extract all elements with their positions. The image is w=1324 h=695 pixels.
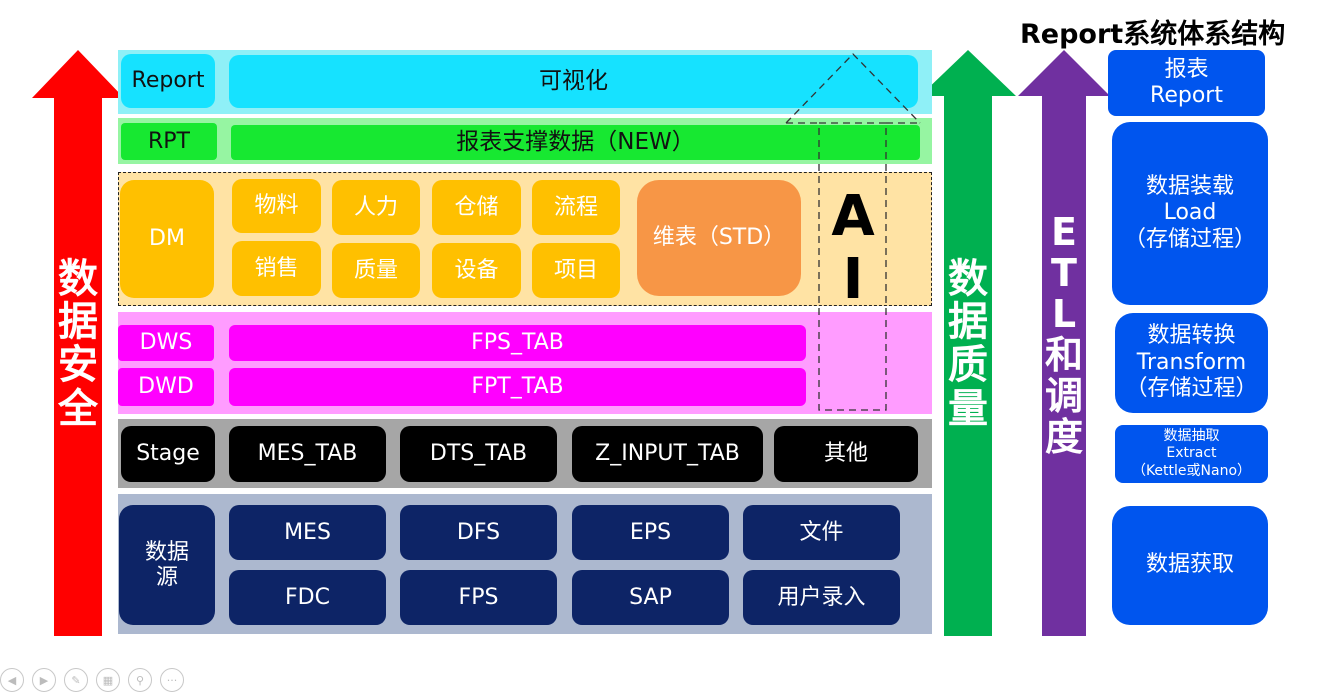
side-acquire-box: 数据获取: [1112, 506, 1268, 625]
side-load-box: 数据装载 Load （存储过程）: [1112, 122, 1268, 305]
side-transform-box: 数据转换 Transform （存储过程）: [1115, 313, 1268, 413]
rpt-layer-label: RPT: [121, 123, 217, 160]
stage-item-dts-tab: DTS_TAB: [400, 426, 557, 482]
dm-item-process: 流程: [532, 180, 620, 235]
data-security-label: 数 据 安 全: [58, 256, 98, 432]
slides-icon[interactable]: ▦: [96, 668, 120, 692]
source-item-user-input: 用户录入: [743, 570, 900, 625]
dm-item-material: 物料: [232, 179, 321, 233]
data-security-arrow: [32, 50, 124, 636]
fps-tab-box: FPS_TAB: [229, 325, 806, 361]
dm-item-hr: 人力: [332, 180, 420, 235]
report-support-data-box: 报表支撑数据（NEW）: [231, 125, 920, 160]
etl-schedule-label: E T L 和 调 度: [1044, 210, 1083, 460]
source-item-file: 文件: [743, 505, 900, 560]
data-quality-label: 数 据 质 量: [948, 256, 988, 432]
report-layer-label: Report: [121, 54, 215, 108]
etl-schedule-arrow: [1018, 50, 1110, 636]
data-quality-arrow: [920, 50, 1016, 636]
side-report-box: 报表 Report: [1108, 50, 1265, 116]
diagram-title: Report系统体系结构: [1020, 19, 1286, 50]
source-item-eps: EPS: [572, 505, 729, 560]
source-item-fps: FPS: [400, 570, 557, 625]
source-layer-label: 数据 源: [119, 505, 215, 625]
zoom-icon[interactable]: ⚲: [128, 668, 152, 692]
ai-label: A I: [831, 184, 875, 312]
dm-item-sales: 销售: [232, 241, 321, 296]
stage-layer-label: Stage: [121, 426, 215, 482]
stage-item-mes-tab: MES_TAB: [229, 426, 386, 482]
dm-item-project: 项目: [532, 243, 620, 298]
source-item-sap: SAP: [572, 570, 729, 625]
stage-item-z-input-tab: Z_INPUT_TAB: [572, 426, 763, 482]
visualization-box: 可视化: [229, 55, 918, 108]
forward-nav-icon[interactable]: ▶: [32, 668, 56, 692]
dws-layer-label: DWS: [118, 325, 214, 361]
source-item-fdc: FDC: [229, 570, 386, 625]
fpt-tab-box: FPT_TAB: [229, 368, 806, 406]
slideshow-nav-bar: ◀ ▶ ✎ ▦ ⚲ ···: [0, 668, 184, 692]
back-nav-icon[interactable]: ◀: [0, 668, 24, 692]
dm-item-quality: 质量: [332, 243, 420, 298]
source-item-dfs: DFS: [400, 505, 557, 560]
stage-item-other: 其他: [774, 426, 918, 482]
source-item-mes: MES: [229, 505, 386, 560]
side-extract-box: 数据抽取 Extract （Kettle或Nano）: [1115, 425, 1268, 483]
dm-item-warehouse: 仓储: [432, 180, 521, 235]
dwd-layer-label: DWD: [118, 368, 214, 406]
ai-house-outline: [785, 53, 921, 411]
more-icon[interactable]: ···: [160, 668, 184, 692]
dimension-table-std-box: 维表（STD）: [637, 180, 801, 296]
dm-item-equipment: 设备: [432, 243, 521, 298]
dm-layer-label: DM: [120, 180, 214, 298]
pen-icon[interactable]: ✎: [64, 668, 88, 692]
